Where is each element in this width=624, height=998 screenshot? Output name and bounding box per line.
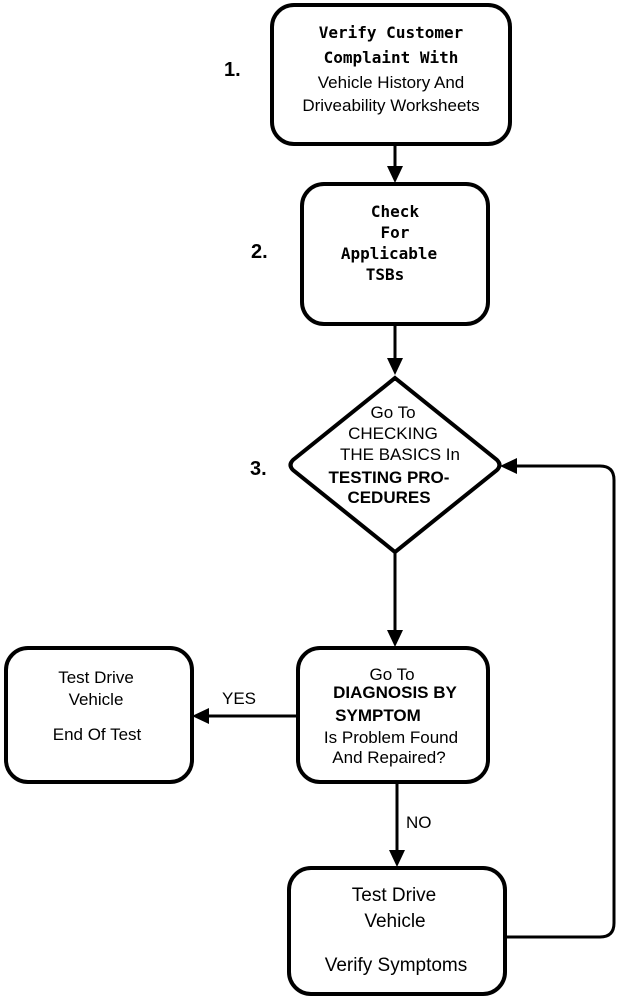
step3-line-2: CHECKING xyxy=(348,424,438,443)
end-box-line-3: End Of Test xyxy=(53,725,142,744)
decision-line-2: DIAGNOSIS BY xyxy=(333,683,457,702)
end-box-line-1: Test Drive xyxy=(58,668,134,687)
decision-line-3: SYMPTOM xyxy=(335,706,421,725)
connectors xyxy=(192,144,616,939)
verify-box-shape xyxy=(287,866,507,996)
step2-shape xyxy=(300,182,490,326)
verify-box-line-2: Vehicle xyxy=(364,911,425,932)
step3-line-3: THE BASICS In xyxy=(340,445,460,464)
step1-line-4: Driveability Worksheets xyxy=(302,96,479,115)
step3-diamond: 3. Go To CHECKING THE BASICS In TESTING … xyxy=(250,375,502,555)
decision-line-1: Go To xyxy=(369,665,414,684)
decision-shape xyxy=(296,646,490,784)
step3-number: 3. xyxy=(250,458,267,480)
end-box-shape xyxy=(4,646,194,784)
decision-line-5: And Repaired? xyxy=(332,748,445,767)
yes-label: YES xyxy=(222,689,256,708)
end-box-line-2: Vehicle xyxy=(69,690,124,709)
step3-line-4: TESTING PRO- xyxy=(329,468,450,487)
step1-shape xyxy=(270,3,512,146)
step3-shape xyxy=(288,375,502,555)
step2-box: 2. Check For Applicable TSBs xyxy=(251,182,490,326)
verify-box-line-1: Test Drive xyxy=(352,885,436,906)
end-box: Test Drive Vehicle End Of Test xyxy=(4,646,194,784)
arrowhead-end-box xyxy=(192,708,209,724)
arrowhead-decision xyxy=(387,630,403,647)
no-label: NO xyxy=(406,813,432,832)
step2-line-4: TSBs xyxy=(366,265,405,284)
step2-line-2: For xyxy=(381,223,410,242)
step1-line-2: Complaint With xyxy=(324,48,459,67)
arrowhead-step3 xyxy=(387,358,403,375)
step1-line-3: Vehicle History And xyxy=(318,73,464,92)
step1-number: 1. xyxy=(224,59,241,81)
decision-box: Go To DIAGNOSIS BY SYMPTOM Is Problem Fo… xyxy=(296,646,490,784)
step2-line-1: Check xyxy=(371,202,420,221)
step3-line-1: Go To xyxy=(370,403,415,422)
arrowhead-loop-back xyxy=(500,458,517,474)
step1-line-1: Verify Customer xyxy=(319,23,464,42)
step2-line-3: Applicable xyxy=(341,244,437,263)
arrowhead-verify-box xyxy=(389,850,405,867)
verify-box-line-3: Verify Symptoms xyxy=(325,955,468,976)
step1-box: 1. Verify Customer Complaint With Vehicl… xyxy=(224,3,512,146)
step2-number: 2. xyxy=(251,241,268,263)
edge-loop-back xyxy=(505,464,616,939)
decision-line-4: Is Problem Found xyxy=(324,728,458,747)
arrowhead-step2 xyxy=(387,166,403,183)
step3-line-5: CEDURES xyxy=(347,488,430,507)
verify-box: Test Drive Vehicle Verify Symptoms xyxy=(287,866,507,996)
